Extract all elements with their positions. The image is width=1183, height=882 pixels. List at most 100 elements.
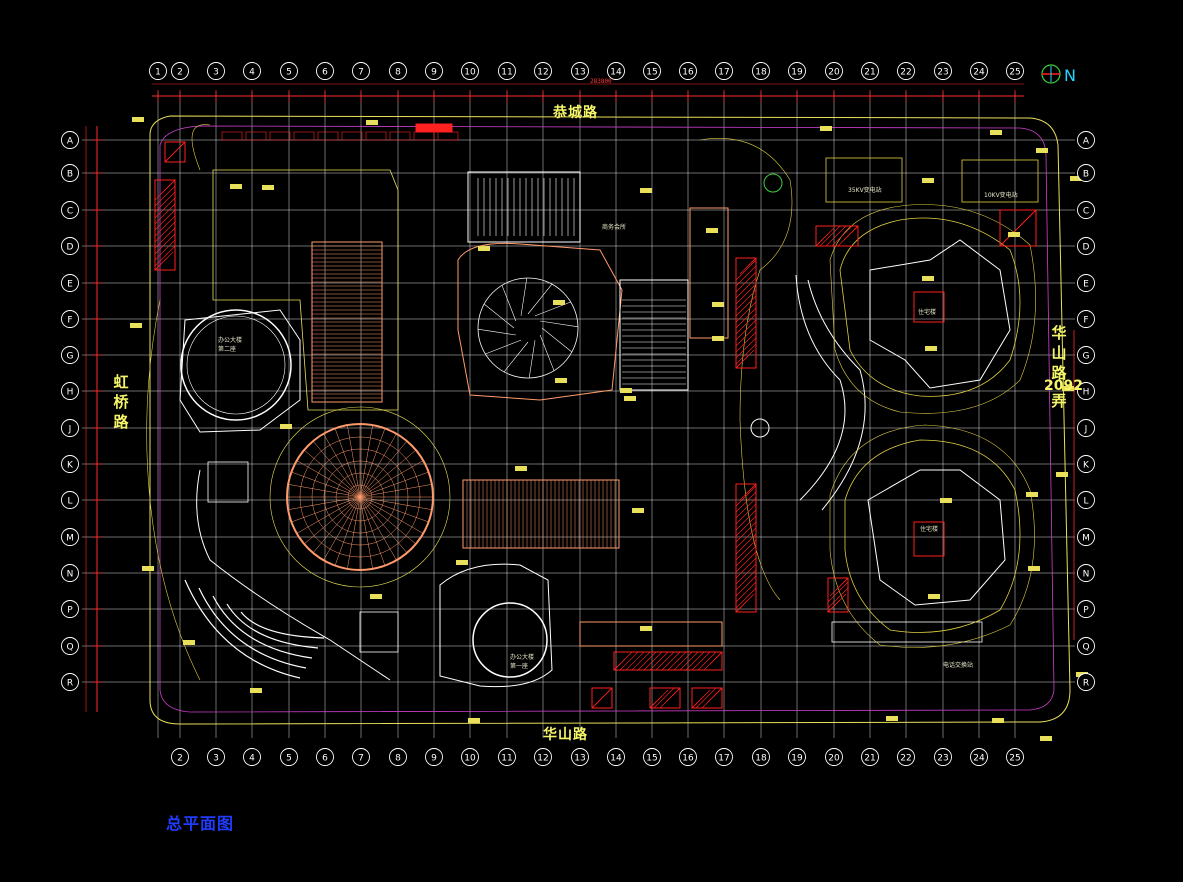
parking-hatch — [735, 483, 757, 613]
hatch-line — [735, 283, 757, 305]
bubble-circle — [316, 748, 334, 766]
bubble-circle — [534, 62, 552, 80]
hatch-line — [154, 185, 176, 207]
dome-spoke — [359, 496, 386, 566]
elevation-tag — [632, 508, 644, 513]
hatch-line — [1029, 209, 1037, 217]
elevation-tag — [712, 302, 724, 307]
bubble-label: 5 — [286, 68, 292, 78]
hatch-line — [735, 313, 757, 335]
column-bubble: 14 — [607, 748, 625, 766]
label-line: 第一座 — [510, 663, 529, 670]
bubble-label: 10 — [464, 68, 476, 78]
hatch-line — [735, 587, 757, 609]
north-label: N — [1064, 66, 1076, 85]
roof-hatch-west — [311, 241, 383, 403]
residential-1-core — [913, 291, 945, 323]
hatch-line — [154, 251, 174, 271]
column-bubble: 20 — [825, 748, 843, 766]
bubble-circle — [825, 62, 843, 80]
bubble-circle — [1077, 528, 1095, 546]
bubble-circle — [1006, 62, 1024, 80]
column-bubble: 24 — [970, 62, 988, 80]
elevation-markers — [130, 117, 1088, 741]
label-substation-10kv: 10KV变电站 — [984, 192, 1018, 199]
elevation-tag — [183, 640, 195, 645]
hatch-line — [735, 539, 757, 561]
bubble-label: D — [67, 243, 74, 253]
building-footprints — [179, 157, 1039, 688]
bubble-circle — [788, 62, 806, 80]
label-office-tower-1: 办公大楼 第一座 — [510, 652, 534, 670]
bubble-circle — [679, 748, 697, 766]
hatch-line — [735, 581, 757, 603]
elevation-tag — [1008, 232, 1020, 237]
hatch-line — [619, 651, 639, 671]
spiral-vane — [520, 277, 528, 316]
column-bubble: 15 — [643, 62, 661, 80]
hatch-line — [819, 225, 841, 247]
elevation-tag — [922, 178, 934, 183]
tree-marker — [763, 173, 783, 193]
column-bubble: 17 — [715, 62, 733, 80]
hatch-line — [735, 337, 757, 359]
residential-2-core — [913, 521, 945, 557]
row-bubble: A — [1077, 131, 1095, 149]
row-bubble: D — [1077, 237, 1095, 255]
bubble-label: 16 — [682, 68, 694, 78]
hatch-line — [154, 209, 176, 231]
bubble-label: A — [1083, 137, 1090, 147]
label-commercial: 商务会所 — [602, 224, 627, 231]
bubble-circle — [607, 748, 625, 766]
bubble-label: J — [68, 425, 72, 435]
hatch-line — [827, 587, 849, 609]
hatch-line — [735, 331, 757, 353]
bubble-label: H — [1083, 388, 1090, 398]
total-dimension: 283800 — [590, 78, 612, 85]
dome-spoke — [334, 496, 361, 566]
east-curved-path-2 — [807, 279, 866, 511]
site-boundary — [149, 115, 1071, 725]
dome-spoke — [359, 496, 408, 554]
bubble-circle — [61, 564, 79, 582]
red-tag-north — [416, 124, 452, 132]
elevation-tag — [250, 688, 262, 693]
bubble-circle — [61, 131, 79, 149]
elevation-tag — [928, 594, 940, 599]
bubble-circle — [61, 310, 79, 328]
bubble-circle — [571, 748, 589, 766]
elevation-tag — [1070, 176, 1082, 181]
bubble-circle — [1077, 455, 1095, 473]
bubble-circle — [61, 528, 79, 546]
bubble-circle — [643, 62, 661, 80]
bubble-circle — [61, 419, 79, 437]
hatch-line — [735, 343, 757, 365]
row-bubble: R — [61, 673, 79, 691]
spiral-vane — [477, 328, 516, 336]
bubble-circle — [934, 748, 952, 766]
bubble-circle — [897, 748, 915, 766]
bubble-label: G — [1083, 352, 1090, 362]
hatch-line — [154, 239, 176, 261]
row-bubble: Q — [61, 637, 79, 655]
bubble-circle — [149, 62, 167, 80]
elevation-tag — [1056, 472, 1068, 477]
hatch-line — [735, 575, 757, 597]
bubble-circle — [1077, 491, 1095, 509]
row-bubble: F — [61, 310, 79, 328]
hatch-line — [695, 687, 717, 709]
column-bubble: 14 — [607, 62, 625, 80]
column-bubble: 2 — [171, 62, 189, 80]
column-bubble: 10 — [461, 748, 479, 766]
bubble-label: D — [1083, 243, 1090, 253]
bubble-label: 6 — [322, 68, 328, 78]
hatch-line — [677, 687, 681, 691]
parking-stall — [269, 131, 291, 141]
elevation-tag — [1026, 492, 1038, 497]
bubble-circle — [1077, 564, 1095, 582]
elevation-tag — [1028, 566, 1040, 571]
bubble-label: 4 — [249, 754, 255, 764]
hatch-line — [685, 651, 705, 671]
